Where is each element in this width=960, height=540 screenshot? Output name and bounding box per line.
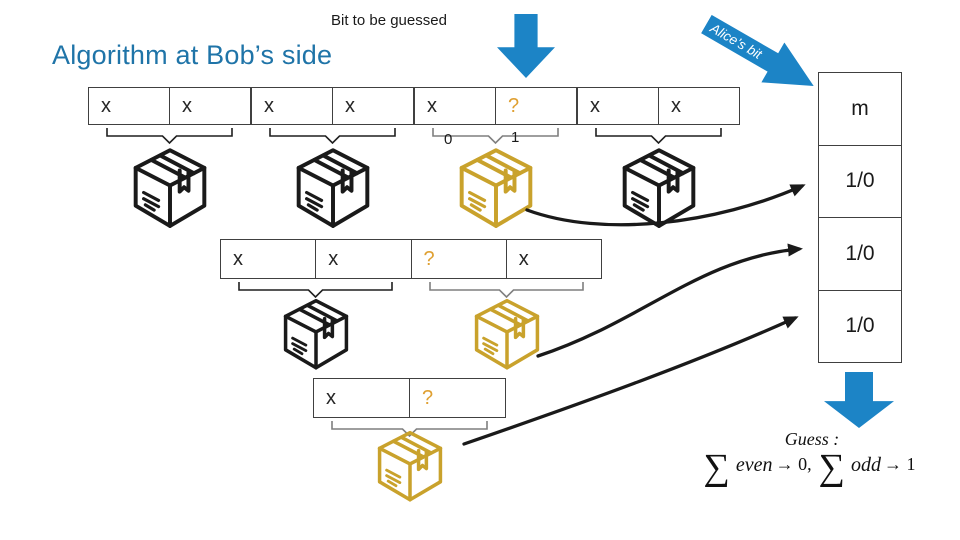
zero-label: 0: [444, 131, 453, 148]
sum-icon: ∑: [703, 447, 730, 488]
bit-to-be-guessed-label: Bit to be guessed: [331, 12, 447, 29]
pair-bracket: [595, 128, 722, 145]
grid-cell: x: [332, 88, 413, 124]
grid-cell: x: [101, 94, 111, 117]
package-box-icon: [126, 145, 214, 233]
pair-bracket: [269, 128, 396, 145]
result-cell: 1/0: [819, 289, 901, 363]
grid-cell: x: [505, 240, 601, 278]
sum-icon: ∑: [818, 447, 845, 488]
page-title: Algorithm at Bob’s side: [52, 40, 333, 70]
one-label: 1: [511, 129, 520, 146]
bit-sequence-row: x?: [313, 378, 506, 418]
bottom-down-arrow-icon: [824, 372, 894, 428]
grid-cell: x: [413, 88, 495, 124]
grid-cell: x: [250, 88, 332, 124]
pair-bracket: [106, 128, 233, 145]
package-box-icon: [289, 145, 377, 233]
grid-cell: ?: [409, 379, 505, 417]
grid-cell: x: [326, 386, 336, 409]
grid-cell: x: [233, 247, 243, 270]
package-box-icon: [615, 145, 703, 233]
package-box-icon: [277, 296, 355, 374]
odd-result-label: → 1: [883, 454, 916, 474]
guess-label: Guess :: [784, 429, 840, 449]
guess-formula: ∑ even → 0, ∑ odd → 1: [666, 447, 960, 488]
grid-cell: ?: [410, 240, 506, 278]
grid-cell: x: [576, 88, 658, 124]
grid-cell: x: [169, 88, 250, 124]
result-cell: m: [851, 96, 869, 120]
result-cell: 1/0: [819, 217, 901, 290]
alices-bit-label: Alice’s bit: [707, 20, 765, 62]
package-box-icon: [468, 296, 546, 374]
package-box-icon: [452, 145, 540, 233]
down-arrow-icon: [497, 14, 555, 78]
even-term-label: even: [735, 454, 773, 476]
odd-term-label: odd: [850, 454, 881, 476]
package-box-icon: [371, 428, 449, 506]
even-result-label: → 0,: [775, 454, 812, 474]
result-cell: 1/0: [819, 144, 901, 218]
grid-cell: ?: [495, 88, 576, 124]
pair-bracket: [238, 282, 393, 299]
grid-cell: x: [315, 240, 410, 278]
pair-bracket: [432, 128, 559, 145]
grid-cell: x: [658, 88, 739, 124]
